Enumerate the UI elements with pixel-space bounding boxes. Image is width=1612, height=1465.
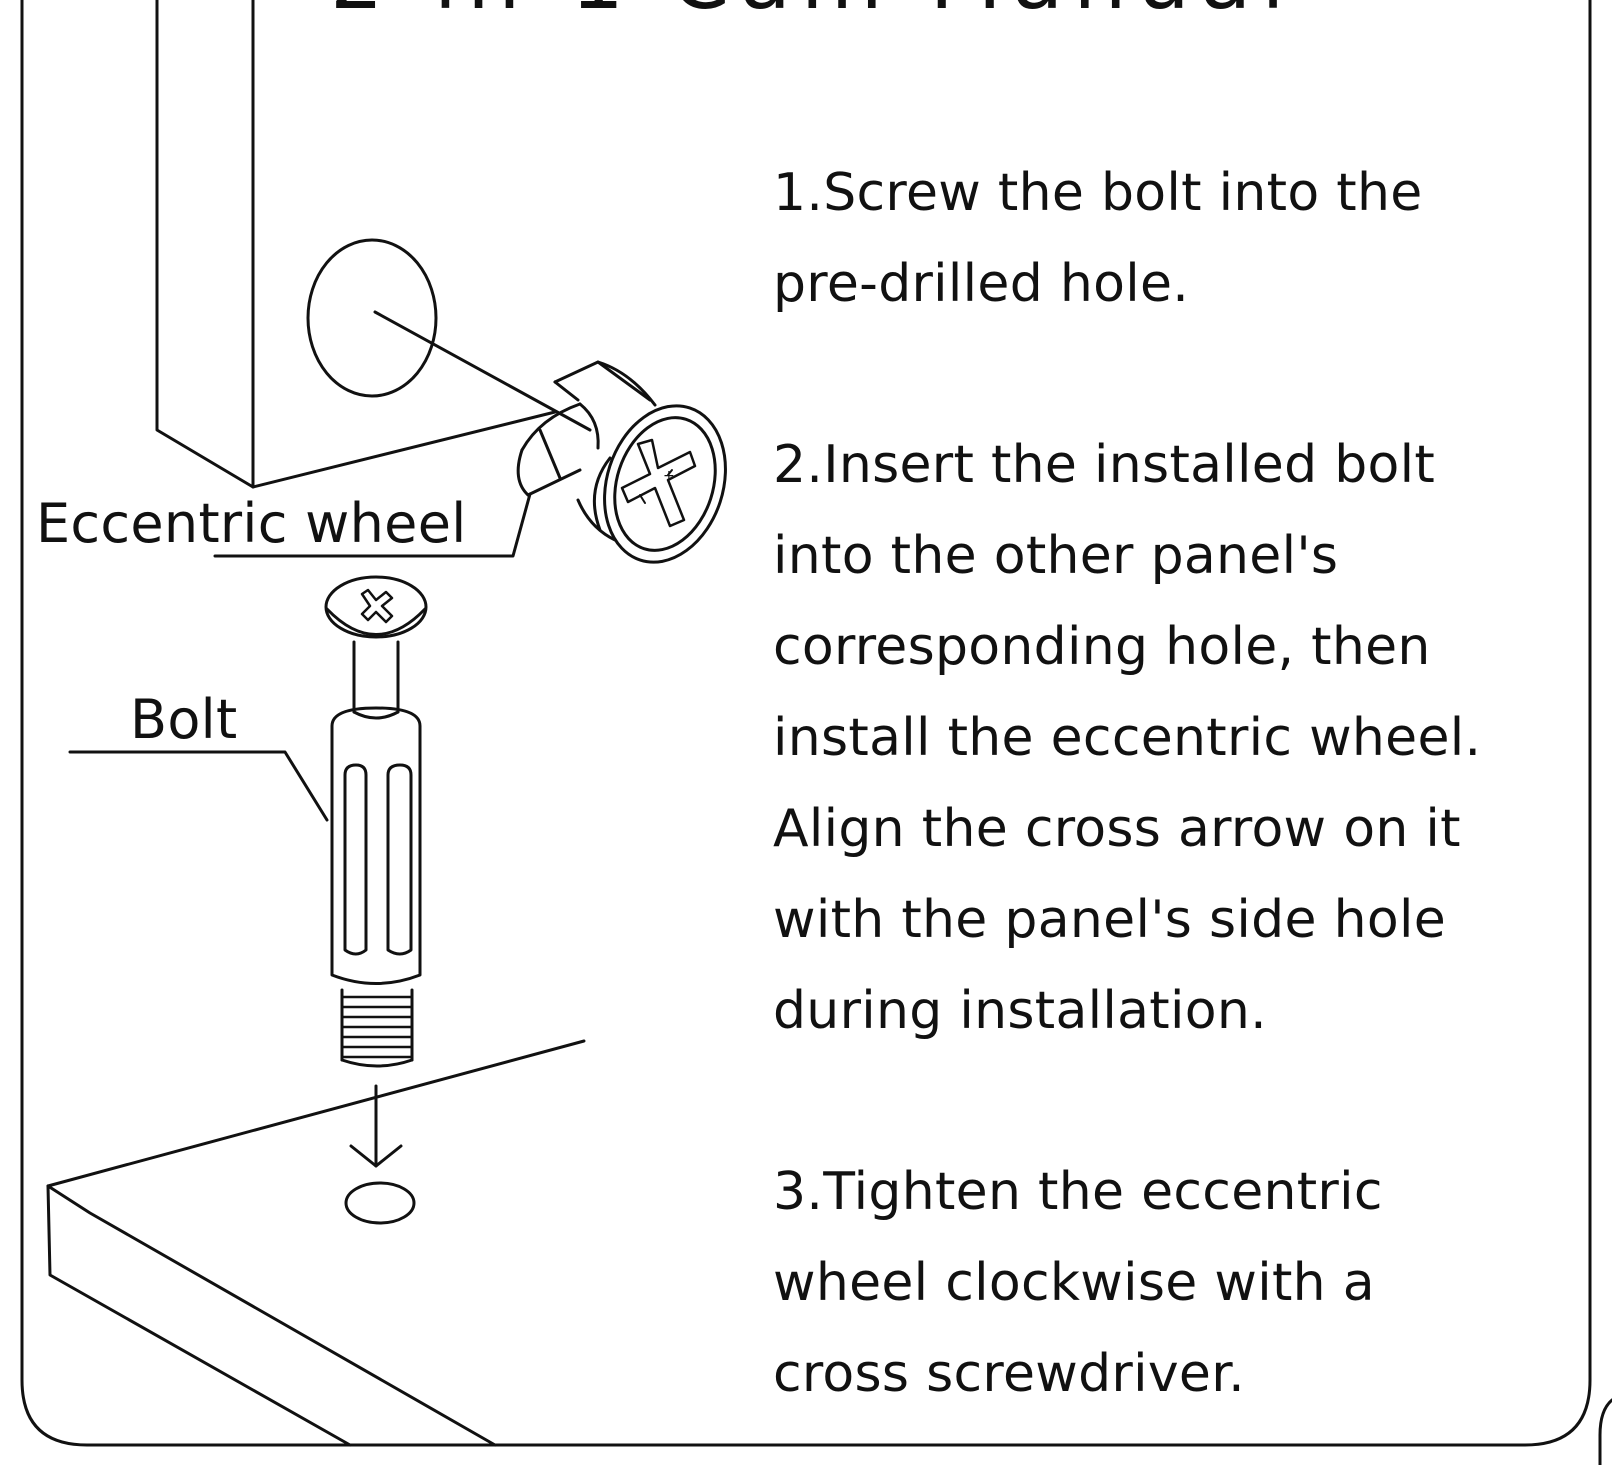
insertion-arrow-head bbox=[349, 1144, 403, 1168]
step-line: 3.Tighten the eccentric bbox=[773, 1162, 1383, 1222]
step-line: 2.Insert the installed bolt bbox=[773, 435, 1436, 495]
step-2: 2.Insert the installed bolt into the oth… bbox=[773, 420, 1573, 1057]
step-line: cross screwdriver. bbox=[773, 1344, 1245, 1404]
step-1: 1.Screw the bolt into the pre-drilled ho… bbox=[773, 148, 1573, 330]
bolt-label: Bolt bbox=[130, 688, 238, 751]
step-line: install the eccentric wheel. bbox=[773, 708, 1482, 768]
adjacent-card-edge bbox=[1598, 1398, 1612, 1465]
step-line: corresponding hole, then bbox=[773, 617, 1431, 677]
hole-guide-line bbox=[373, 310, 592, 432]
step-line: during installation. bbox=[773, 981, 1267, 1041]
step-line: 1.Screw the bolt into the bbox=[773, 163, 1423, 223]
eccentric-wheel-leader bbox=[213, 492, 532, 558]
step-line: with the panel's side hole bbox=[773, 890, 1446, 950]
step-line: wheel clockwise with a bbox=[773, 1253, 1375, 1313]
horizontal-panel bbox=[46, 1039, 586, 1447]
step-line: into the other panel's bbox=[773, 526, 1339, 586]
svg-text:+: + bbox=[663, 468, 675, 484]
step-line: Align the cross arrow on it bbox=[773, 799, 1461, 859]
assembly-instructions: 1.Screw the bolt into the pre-drilled ho… bbox=[773, 148, 1573, 1420]
page-frame bbox=[20, 0, 1592, 1447]
header-fragment: 2-in-1 Cam Manual bbox=[330, 0, 1295, 28]
pre-drilled-hole bbox=[306, 238, 438, 398]
bolt-leader bbox=[68, 750, 329, 822]
eccentric-wheel-label: Eccentric wheel bbox=[36, 492, 467, 555]
eccentric-wheel-illustration: + bbox=[516, 360, 727, 564]
bolt-illustration bbox=[324, 575, 428, 1068]
vertical-panel bbox=[155, 0, 557, 489]
bolt-target-hole bbox=[344, 1181, 416, 1225]
step-3: 3.Tighten the eccentric wheel clockwise … bbox=[773, 1147, 1573, 1420]
step-line: pre-drilled hole. bbox=[773, 254, 1190, 314]
